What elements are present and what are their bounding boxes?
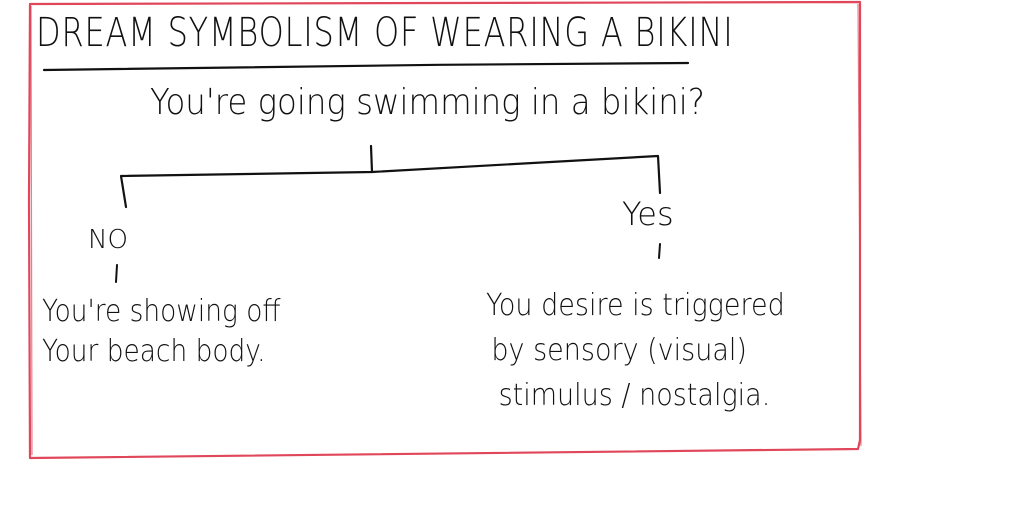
yes-branch-tick <box>658 243 661 259</box>
answer-yes-line: You desire is triggered <box>486 288 785 323</box>
branch-label-yes: Yes <box>622 195 674 233</box>
no-branch-tick <box>115 264 118 283</box>
answer-yes: You desire is triggered by sensory (visu… <box>486 283 785 418</box>
answer-no: You're showing off Your beach body. <box>42 292 281 371</box>
frame-border <box>27 0 862 460</box>
decision-question: You're going swimming in a bikini? <box>150 82 705 123</box>
branch-label-no: NO <box>88 225 128 255</box>
question-stem <box>369 144 374 174</box>
answer-no-line: You're showing off <box>42 294 281 329</box>
diagram-title: DREAM SYMBOLISM OF WEARING A BIKINI <box>36 10 734 56</box>
title-underline <box>42 61 690 72</box>
decision-bracket <box>119 154 662 209</box>
answer-yes-line: stimulus / nostalgia. <box>498 378 771 413</box>
frame-border-overdraw <box>30 3 862 456</box>
answer-no-line: Your beach body. <box>42 333 266 369</box>
answer-yes-line: by sensory (visual) <box>491 333 747 368</box>
